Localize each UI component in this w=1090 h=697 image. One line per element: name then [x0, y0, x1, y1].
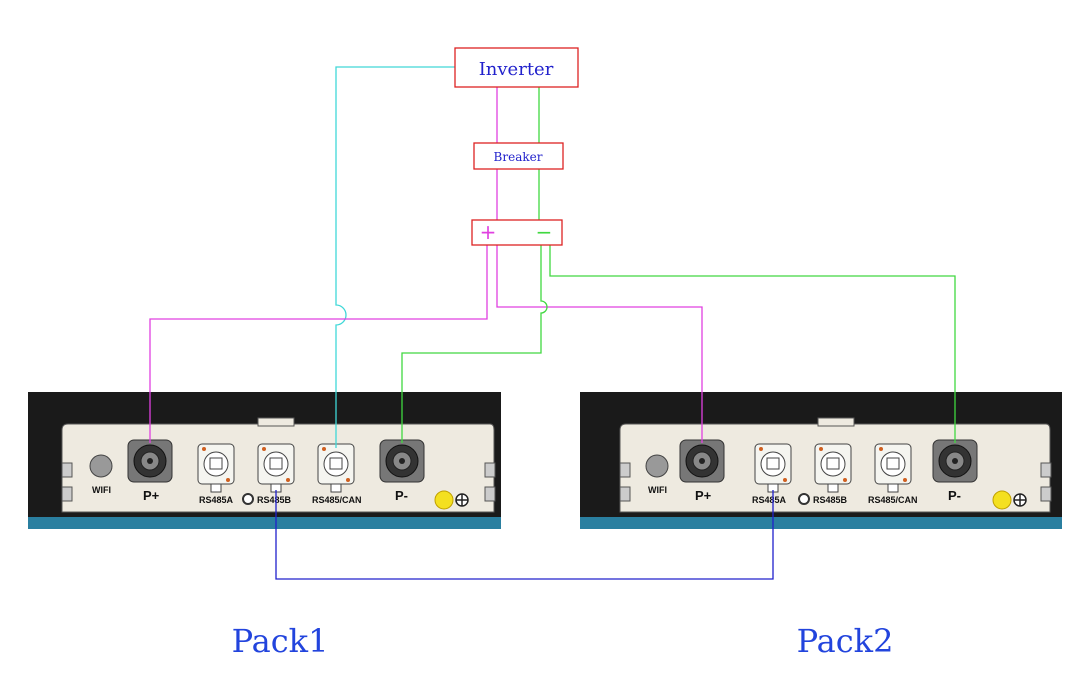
pack2-indicator-icon	[798, 493, 810, 505]
wire-negative-pack2	[549, 245, 956, 443]
pack2-p-minus-label: P-	[948, 488, 961, 503]
pack1-rs485b-label: RS485B	[257, 495, 292, 505]
minus-terminal-label: −	[536, 220, 553, 244]
pack1-wifi-label: WIFI	[92, 485, 111, 495]
pack2-p-plus-label: P+	[695, 488, 712, 503]
pack1-unit: WIFI P+ RS485A RS485B	[28, 392, 501, 529]
wire-pack-link	[275, 490, 774, 580]
pack1-p-plus-connector	[127, 439, 173, 483]
pack2-wifi-label: WIFI	[648, 485, 667, 495]
pack2-ground-icon	[1013, 493, 1027, 507]
pack1-indicator-icon	[242, 493, 254, 505]
pack1-rs485a-port	[197, 443, 235, 493]
busbar-box: + −	[471, 219, 563, 246]
pack1-rs485can-port	[317, 443, 355, 493]
pack2-rs485a-label: RS485A	[752, 495, 787, 505]
inverter-box: Inverter	[454, 47, 579, 88]
pack1-yellow-indicator-icon	[434, 490, 454, 510]
breaker-label: Breaker	[494, 150, 543, 164]
pack1-p-minus-connector	[379, 439, 425, 483]
pack1-p-minus-label: P-	[395, 488, 408, 503]
pack2-wifi-icon	[645, 454, 669, 478]
wire-positive-pack2	[496, 245, 703, 443]
pack2-rs485can-port	[874, 443, 912, 493]
pack1-title: Pack1	[232, 622, 329, 660]
pack2-rs485b-label: RS485B	[813, 495, 848, 505]
pack1-ground-icon	[455, 493, 469, 507]
pack2-p-minus-connector	[932, 439, 978, 483]
pack2-rs485b-port	[814, 443, 852, 493]
wire-communication	[335, 66, 455, 448]
pack2-p-plus-connector	[679, 439, 725, 483]
pack2-title: Pack2	[797, 622, 894, 660]
pack2-rs485a-port	[754, 443, 792, 493]
pack1-rs485can-label: RS485/CAN	[312, 495, 362, 505]
plus-terminal-label: +	[480, 220, 497, 244]
pack1-wifi-icon	[89, 454, 113, 478]
breaker-box: Breaker	[473, 142, 564, 170]
pack2-rs485can-label: RS485/CAN	[868, 495, 918, 505]
pack2-unit: WIFI P+ RS485A RS485B	[580, 392, 1062, 529]
pack1-p-plus-label: P+	[143, 488, 160, 503]
pack2-yellow-indicator-icon	[992, 490, 1012, 510]
wire-positive-pack1	[149, 245, 488, 443]
inverter-label: Inverter	[479, 59, 554, 80]
wire-negative-pack1	[401, 245, 548, 443]
pack1-rs485a-label: RS485A	[199, 495, 234, 505]
pack1-rs485b-port	[257, 443, 295, 493]
